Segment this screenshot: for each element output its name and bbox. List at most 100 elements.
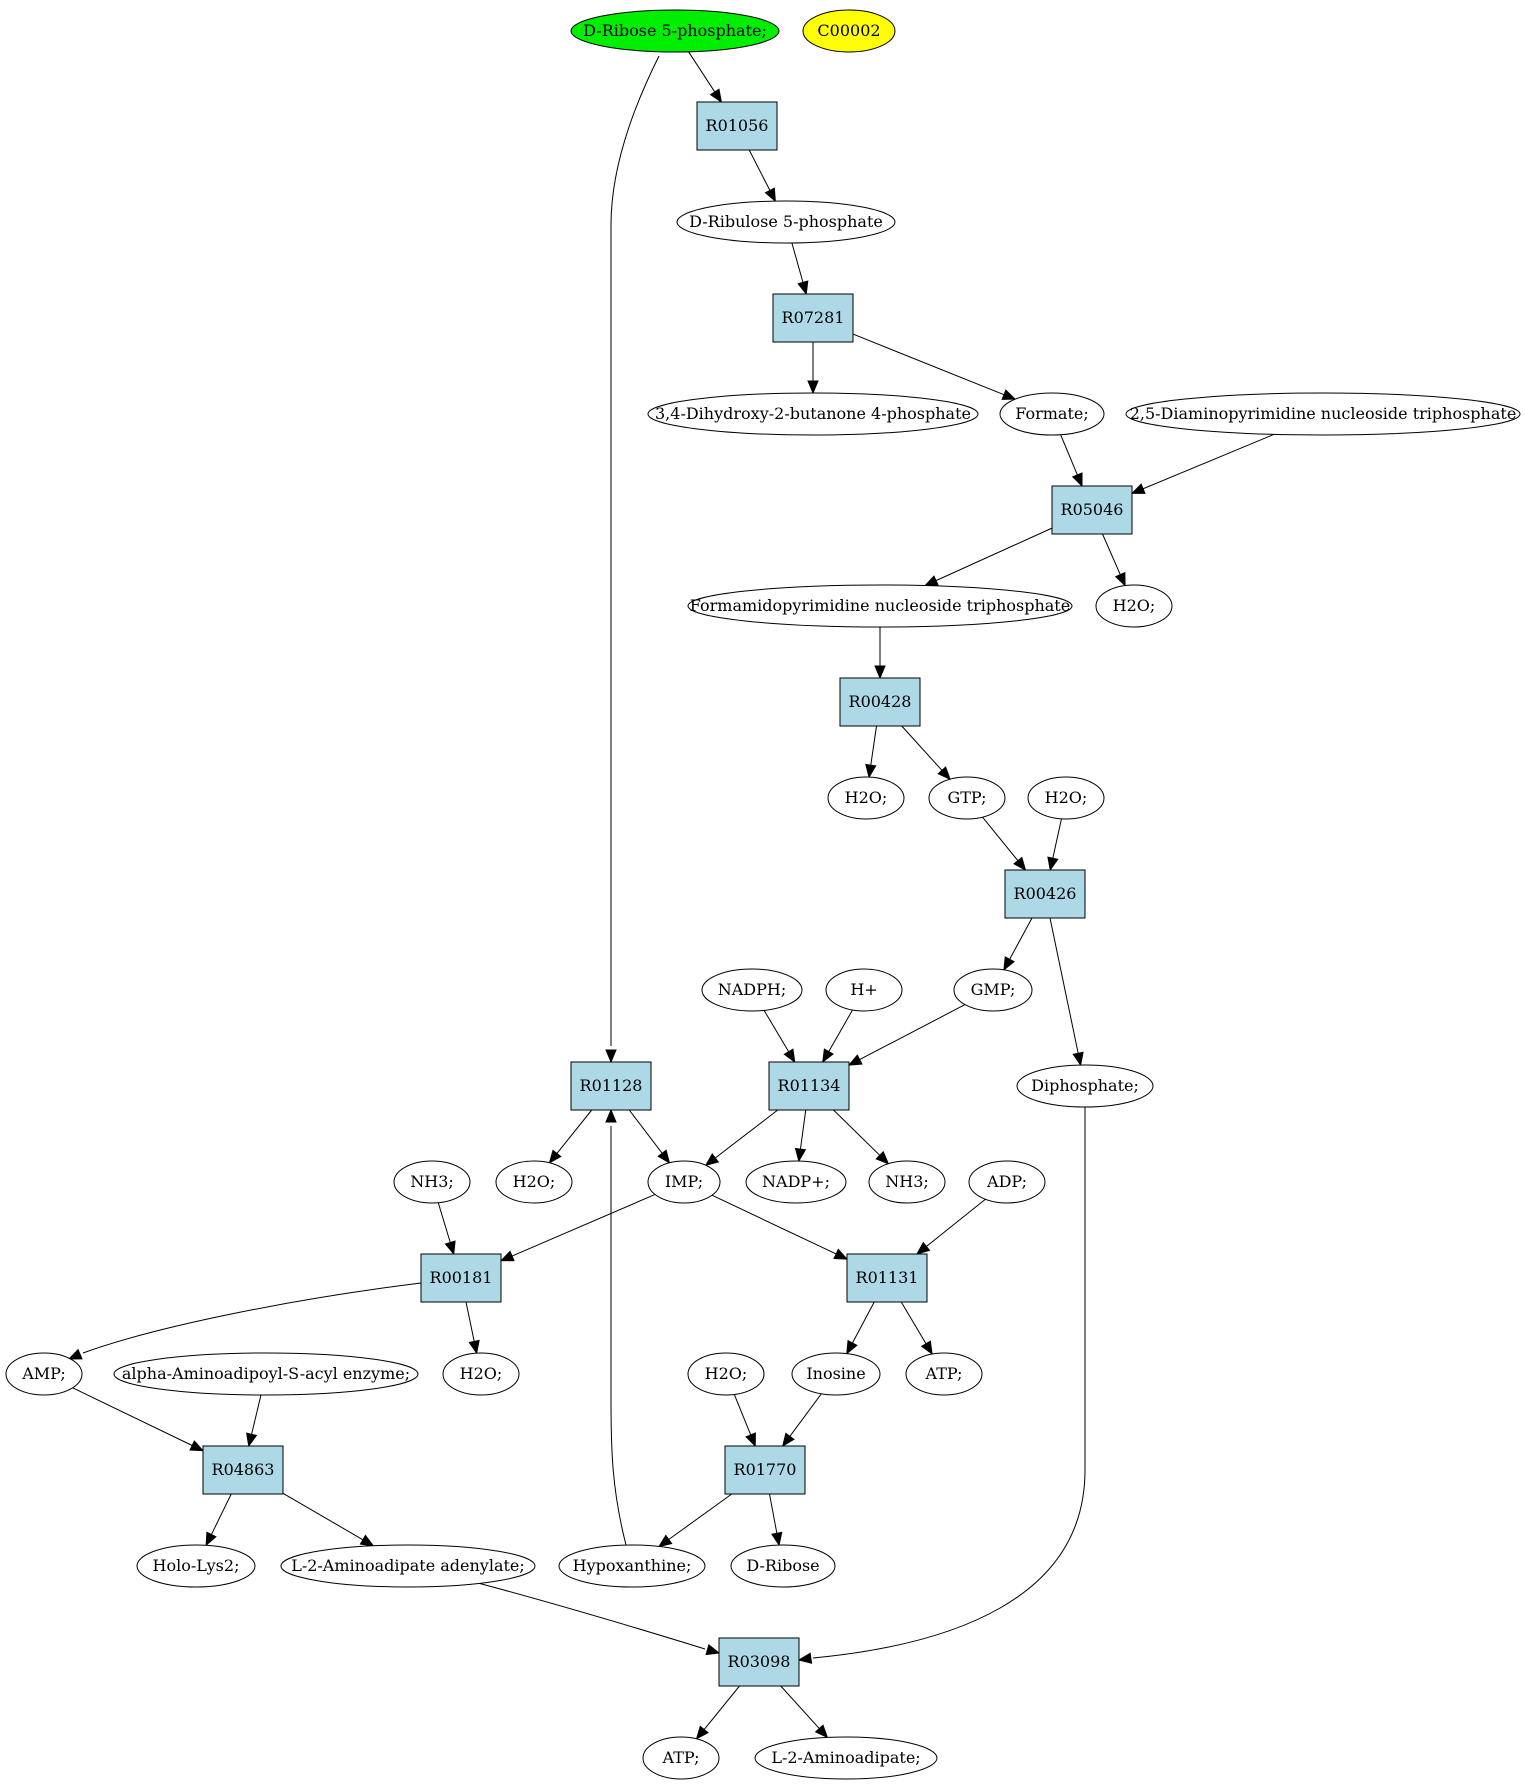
compound-ellipse: [905, 1352, 983, 1396]
node-label: 3,4-Dihydroxy-2-butanone 4-phosphate: [655, 404, 971, 423]
compound-node-c_nh3_a[interactable]: NH3;: [393, 1160, 471, 1204]
compound-node-c_l2aad[interactable]: L-2-Aminoadipate adenylate;: [280, 1544, 536, 1588]
compound-node-c_amp[interactable]: AMP;: [5, 1352, 83, 1396]
reaction-box: [839, 677, 921, 727]
compound-node-c_h2o_b[interactable]: H2O;: [827, 776, 905, 820]
compound-node-c_hplus[interactable]: H+: [825, 968, 903, 1012]
edge-line: [465, 1301, 475, 1342]
node-label: GTP;: [947, 788, 986, 807]
edge-line: [833, 1109, 881, 1156]
compound-node-c_c00002[interactable]: C00002: [802, 9, 896, 53]
edge-c_fapnt-to-r00428: [874, 627, 886, 680]
node-label: R01131: [856, 1268, 919, 1287]
edge-line: [556, 1109, 593, 1154]
compound-node-c_h2o_c[interactable]: H2O;: [1027, 776, 1105, 820]
arrowhead-icon: [705, 1644, 721, 1656]
compound-ellipse: [642, 1736, 720, 1780]
node-label: ATP;: [662, 1748, 700, 1767]
edge-line: [763, 1010, 790, 1052]
edge-c_formate-to-r05046: [1060, 434, 1083, 488]
compound-node-c_adp[interactable]: ADP;: [968, 1160, 1046, 1204]
compound-node-c_h2o_f[interactable]: H2O;: [687, 1352, 765, 1396]
compound-node-c_formate[interactable]: Formate;: [999, 392, 1105, 436]
reaction-node-r01131[interactable]: R01131: [846, 1253, 928, 1303]
compound-node-c_l2aa[interactable]: L-2-Aminoadipate;: [754, 1736, 938, 1780]
compound-node-c_h2o_a[interactable]: H2O;: [1095, 584, 1173, 628]
compound-node-c_dribose[interactable]: D-Ribose: [730, 1544, 836, 1588]
compound-node-c_hololys2[interactable]: Holo-Lys2;: [136, 1544, 256, 1588]
compound-node-c_nh3_b[interactable]: NH3;: [868, 1160, 946, 1204]
compound-node-c_nadph[interactable]: NADPH;: [701, 968, 803, 1012]
compound-node-c_atp_b[interactable]: ATP;: [642, 1736, 720, 1780]
node-label: alpha-Aminoadipoyl-S-acyl enzyme;: [122, 1364, 410, 1383]
edge-r00181-to-c_h2o_e: [465, 1301, 480, 1355]
node-label: 2,5-Diaminopyrimidine nucleoside triphos…: [1130, 404, 1517, 423]
node-label: R01056: [706, 116, 769, 135]
node-label: Inosine: [806, 1364, 865, 1383]
compound-ellipse: [730, 1544, 836, 1588]
arrowhead-icon: [937, 766, 951, 781]
arrowhead-icon: [444, 1240, 456, 1256]
edge-line: [926, 1198, 986, 1247]
compound-node-c_nadp[interactable]: NADP+;: [745, 1160, 847, 1204]
compound-node-c_h2o_d[interactable]: H2O;: [495, 1160, 573, 1204]
compound-node-c_hypox[interactable]: Hypoxanthine;: [558, 1544, 706, 1588]
reaction-node-r01134[interactable]: R01134: [768, 1061, 850, 1111]
reaction-node-r00181[interactable]: R00181: [420, 1253, 502, 1303]
compound-node-c_gmp[interactable]: GMP;: [953, 968, 1033, 1012]
reaction-box: [696, 101, 778, 151]
compound-node-c_atp_a[interactable]: ATP;: [905, 1352, 983, 1396]
reaction-node-r01128[interactable]: R01128: [570, 1061, 652, 1111]
reaction-node-r00426[interactable]: R00426: [1004, 869, 1086, 919]
arrowhead-icon: [923, 575, 939, 587]
reaction-node-r05046[interactable]: R05046: [1051, 485, 1133, 535]
compound-node-c_ribu5p[interactable]: D-Ribulose 5-phosphate: [676, 200, 896, 244]
edge-line: [1052, 818, 1062, 859]
compound-ellipse: [802, 9, 896, 53]
compound-node-c_gtp[interactable]: GTP;: [928, 776, 1006, 820]
edge-r01056-to-c_ribu5p: [748, 149, 776, 203]
compound-node-c_inosine[interactable]: Inosine: [791, 1352, 881, 1396]
edge-r00428-to-c_gtp: [901, 725, 951, 781]
compound-node-c_diphos[interactable]: Diphosphate;: [1016, 1064, 1154, 1108]
arrowhead-icon: [205, 1531, 217, 1547]
edge-c_h2o_c-to-r00426: [1047, 818, 1062, 872]
edge-c_nh3_a-to-r00181: [437, 1202, 456, 1256]
node-layer: D-Ribose 5-phosphate; C00002R01056D-Ribul…: [5, 9, 1521, 1780]
node-label: Diphosphate;: [1031, 1076, 1139, 1095]
node-label: R00181: [430, 1268, 493, 1287]
compound-ellipse: [136, 1544, 256, 1588]
compound-node-c_rib5p[interactable]: D-Ribose 5-phosphate;: [570, 9, 780, 53]
compound-ellipse: [647, 1160, 721, 1204]
edge-r01128-to-c_imp: [628, 1109, 671, 1164]
compound-node-c_aaas[interactable]: alpha-Aminoadipoyl-S-acyl enzyme;: [113, 1352, 419, 1396]
edge-r00426-to-c_gmp: [1003, 917, 1033, 971]
compound-node-c_fapnt[interactable]: Formamidopyrimidine nucleoside triphosph…: [687, 584, 1073, 628]
edge-line: [791, 242, 804, 283]
reaction-node-r00428[interactable]: R00428: [839, 677, 921, 727]
arrowhead-icon: [846, 1339, 858, 1355]
reaction-node-r01770[interactable]: R01770: [724, 1445, 806, 1495]
edge-line: [714, 1109, 779, 1159]
node-label: H2O;: [460, 1364, 503, 1383]
node-label: H2O;: [845, 788, 888, 807]
reaction-node-r01056[interactable]: R01056: [696, 101, 778, 151]
arrowhead-icon: [189, 1440, 205, 1452]
edge-c_gmp-to-r01134: [847, 1004, 966, 1066]
reaction-node-r03098[interactable]: R03098: [718, 1637, 800, 1687]
edge-r03098-to-c_l2aa: [780, 1685, 829, 1739]
reaction-box: [570, 1061, 652, 1111]
node-label: R00426: [1014, 884, 1077, 903]
edge-c_inosine-to-r01770: [781, 1393, 822, 1448]
compound-node-c_h2o_e[interactable]: H2O;: [442, 1352, 520, 1396]
compound-node-c_dhbp[interactable]: 3,4-Dihydroxy-2-butanone 4-phosphate: [647, 392, 979, 436]
reaction-node-r07281[interactable]: R07281: [772, 293, 854, 343]
node-label: L-2-Aminoadipate adenylate;: [291, 1556, 525, 1575]
arrowhead-icon: [797, 1652, 813, 1664]
compound-node-c_imp[interactable]: IMP;: [647, 1160, 721, 1204]
edge-c_rib5p-to-r01056: [688, 51, 723, 104]
reaction-node-r04863[interactable]: R04863: [202, 1445, 284, 1495]
edge-line: [1049, 917, 1079, 1054]
node-label: R07281: [782, 308, 845, 327]
compound-node-c_dapnt[interactable]: 2,5-Diaminopyrimidine nucleoside triphos…: [1125, 392, 1521, 436]
